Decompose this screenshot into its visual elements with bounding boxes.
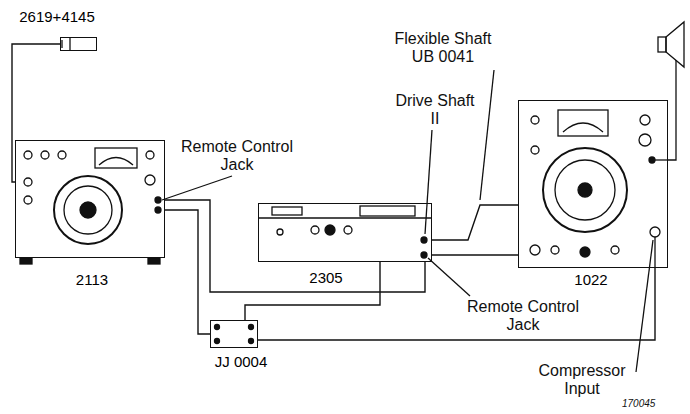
cable xyxy=(165,200,425,292)
dial-hub xyxy=(80,202,96,218)
meter xyxy=(95,148,137,168)
callout-label: Flexible Shaft UB 0041 xyxy=(388,30,498,66)
dial xyxy=(64,186,112,234)
paper-window xyxy=(360,206,415,216)
terminal xyxy=(249,325,254,330)
jack-lead xyxy=(654,237,655,268)
callout-label: Compressor Input xyxy=(530,362,634,398)
switch-row xyxy=(272,207,302,215)
model-number: 2113 xyxy=(76,271,108,288)
knob xyxy=(24,151,32,159)
microphone: 2619+4145 xyxy=(60,37,97,51)
drive-shaft xyxy=(421,237,427,243)
jack xyxy=(155,197,161,203)
compressor-jack xyxy=(650,227,660,237)
model-number: 2305 xyxy=(309,269,342,286)
cable xyxy=(165,210,210,334)
callout-label: Remote Control Jack xyxy=(458,298,588,334)
level-recorder: 2305 xyxy=(258,203,432,262)
knob xyxy=(580,247,590,257)
terminal xyxy=(215,339,220,344)
leader-line xyxy=(425,130,432,234)
meter xyxy=(558,110,608,136)
speaker-wire xyxy=(668,60,676,160)
jack xyxy=(421,252,427,258)
panel-line xyxy=(258,217,432,218)
model-number: 2619+4145 xyxy=(19,8,95,25)
dial xyxy=(54,176,122,244)
leader-line xyxy=(480,70,494,200)
knob xyxy=(531,116,539,124)
drawing-number: 170045 xyxy=(622,398,655,410)
microphone-detail xyxy=(61,40,62,48)
knob xyxy=(611,246,619,254)
microphone-detail xyxy=(69,37,70,51)
dial-hub xyxy=(578,183,592,197)
terminal xyxy=(249,339,254,344)
cable xyxy=(245,262,380,320)
knob xyxy=(640,115,650,125)
knob xyxy=(145,175,155,185)
cable xyxy=(432,205,518,240)
junction-box: JJ 0004 xyxy=(210,320,258,348)
dial xyxy=(543,148,627,232)
cable xyxy=(12,44,60,182)
speaker-wire xyxy=(655,159,668,160)
dial xyxy=(555,160,615,220)
loudspeaker xyxy=(666,22,684,67)
meter-scale xyxy=(563,123,603,132)
knob xyxy=(639,134,651,146)
knob xyxy=(325,225,335,235)
model-number: JJ 0004 xyxy=(215,353,268,370)
model-number: 1022 xyxy=(574,271,607,288)
knob xyxy=(530,245,540,255)
knob xyxy=(311,226,319,234)
jack xyxy=(155,207,161,213)
leader-line xyxy=(428,258,470,296)
callout-label: Remote Control Jack xyxy=(172,138,302,174)
knob xyxy=(24,196,32,204)
leader-line xyxy=(636,240,653,372)
meter-scale xyxy=(99,158,133,166)
knob xyxy=(41,151,49,159)
callout-label: Drive Shaft II xyxy=(390,92,480,128)
foot xyxy=(20,258,32,264)
knob xyxy=(146,151,154,159)
leader-line xyxy=(162,176,232,200)
terminal xyxy=(215,325,220,330)
knob xyxy=(531,146,539,154)
knob xyxy=(24,178,32,186)
loudspeaker xyxy=(658,37,666,52)
foot xyxy=(148,258,160,264)
knob xyxy=(344,226,352,234)
knob xyxy=(58,151,66,159)
oscillator-instrument: 1022 xyxy=(518,100,668,268)
cable xyxy=(258,268,655,340)
cable xyxy=(432,254,518,255)
analyzer-instrument: 2113 xyxy=(15,140,165,258)
jack xyxy=(649,157,655,163)
knob xyxy=(277,229,283,235)
knob xyxy=(551,246,559,254)
